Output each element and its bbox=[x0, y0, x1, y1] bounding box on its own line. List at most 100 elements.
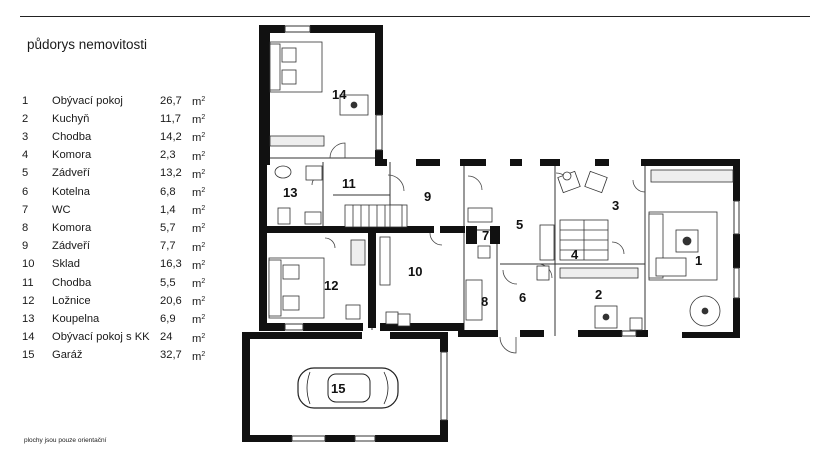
legend-room-unit: m2 bbox=[192, 274, 205, 292]
legend-room-number: 13 bbox=[22, 312, 35, 325]
legend-room-unit: m2 bbox=[192, 201, 205, 219]
legend-room-area: 7,7 bbox=[160, 240, 176, 253]
unit-label: m bbox=[192, 241, 202, 254]
legend-room-unit: m2 bbox=[192, 347, 205, 365]
furniture bbox=[268, 41, 734, 331]
legend-room-number: 7 bbox=[22, 203, 29, 216]
unit-label: m bbox=[192, 223, 202, 236]
legend-room-name: Koupelna bbox=[52, 312, 100, 325]
walls bbox=[242, 25, 740, 442]
legend-room-unit: m2 bbox=[192, 238, 205, 256]
room-label-9: 9 bbox=[424, 189, 431, 204]
legend-room-name: Ložnice bbox=[52, 294, 91, 307]
legend-room-number: 4 bbox=[22, 149, 29, 162]
legend-room-unit: m2 bbox=[192, 219, 205, 237]
legend-room-number: 1 bbox=[22, 94, 29, 107]
unit-exponent: 2 bbox=[201, 223, 206, 231]
room-label-5: 5 bbox=[516, 217, 523, 232]
unit-label: m bbox=[192, 259, 202, 272]
legend-room-number: 10 bbox=[22, 258, 35, 271]
legend-room-area: 5,7 bbox=[160, 221, 176, 234]
room-label-15: 15 bbox=[331, 381, 345, 396]
room-label-10: 10 bbox=[408, 264, 422, 279]
unit-label: m bbox=[192, 314, 202, 327]
legend-room-name: Obývací pokoj s KK bbox=[52, 331, 150, 344]
legend-room-unit: m2 bbox=[192, 256, 205, 274]
legend-room-unit: m2 bbox=[192, 128, 205, 146]
legend-room-unit: m2 bbox=[192, 310, 205, 328]
legend-row: 8 Komora 5,7 m2 bbox=[22, 219, 205, 237]
unit-exponent: 2 bbox=[201, 132, 206, 140]
legend-room-area: 5,5 bbox=[160, 276, 176, 289]
unit-exponent: 2 bbox=[201, 187, 206, 195]
room-label-7: 7 bbox=[482, 228, 489, 243]
top-divider bbox=[20, 16, 810, 17]
room-label-4: 4 bbox=[571, 247, 579, 262]
legend-room-unit: m2 bbox=[192, 110, 205, 128]
legend-room-unit: m2 bbox=[192, 147, 205, 165]
room-label-8: 8 bbox=[481, 294, 488, 309]
legend-room-area: 11,7 bbox=[160, 112, 181, 125]
legend-room-area: 6,9 bbox=[160, 312, 176, 325]
legend-room-unit: m2 bbox=[192, 165, 205, 183]
unit-label: m bbox=[192, 296, 202, 309]
unit-label: m bbox=[192, 332, 202, 345]
unit-exponent: 2 bbox=[201, 96, 206, 103]
unit-exponent: 2 bbox=[201, 278, 206, 286]
unit-label: m bbox=[192, 350, 202, 363]
windows bbox=[284, 25, 740, 442]
legend-row: 5 Zádveří 13,2 m2 bbox=[22, 165, 205, 183]
unit-label: m bbox=[192, 205, 202, 218]
unit-exponent: 2 bbox=[201, 296, 206, 304]
legend-room-name: Zádveří bbox=[52, 167, 90, 180]
legend-room-name: Komora bbox=[52, 221, 92, 234]
unit-exponent: 2 bbox=[201, 350, 206, 358]
unit-label: m bbox=[192, 278, 202, 291]
legend-room-area: 1,4 bbox=[160, 203, 176, 216]
legend-room-number: 5 bbox=[22, 167, 29, 180]
legend-room-name: Zádveří bbox=[52, 240, 90, 253]
legend-row: 7 WC 1,4 m2 bbox=[22, 201, 205, 219]
legend-room-number: 15 bbox=[22, 349, 35, 362]
room-labels: 14 13 11 9 7 5 3 4 1 2 6 8 10 12 15 bbox=[283, 87, 702, 396]
car-icon bbox=[297, 367, 399, 409]
legend-room-name: Garáž bbox=[52, 349, 83, 362]
legend-room-name: Kotelna bbox=[52, 185, 90, 198]
unit-label: m bbox=[192, 150, 202, 163]
legend-room-area: 26,7 bbox=[160, 94, 182, 107]
room-label-14: 14 bbox=[332, 87, 347, 102]
room-label-13: 13 bbox=[283, 185, 297, 200]
unit-exponent: 2 bbox=[201, 332, 206, 340]
legend-room-area: 20,6 bbox=[160, 294, 182, 307]
unit-label: m bbox=[192, 187, 202, 200]
legend-room-area: 13,2 bbox=[160, 167, 182, 180]
legend-room-area: 2,3 bbox=[160, 149, 176, 162]
unit-label: m bbox=[192, 114, 202, 127]
room-label-3: 3 bbox=[612, 198, 619, 213]
legend-room-area: 16,3 bbox=[160, 258, 182, 271]
legend-room-name: Komora bbox=[52, 149, 92, 162]
legend-room-number: 8 bbox=[22, 221, 29, 234]
room-label-11: 11 bbox=[342, 176, 356, 191]
legend-room-unit: m2 bbox=[192, 329, 205, 347]
unit-label: m bbox=[192, 96, 202, 108]
legend-room-name: Chodba bbox=[52, 130, 92, 143]
area-note: plochy jsou pouze orientační bbox=[24, 437, 107, 444]
legend-room-name: WC bbox=[52, 203, 71, 216]
unit-label: m bbox=[192, 132, 202, 145]
unit-label: m bbox=[192, 168, 202, 181]
unit-exponent: 2 bbox=[201, 168, 206, 176]
legend-room-unit: m2 bbox=[192, 92, 205, 110]
legend-room-number: 14 bbox=[22, 331, 35, 344]
unit-exponent: 2 bbox=[201, 241, 206, 249]
